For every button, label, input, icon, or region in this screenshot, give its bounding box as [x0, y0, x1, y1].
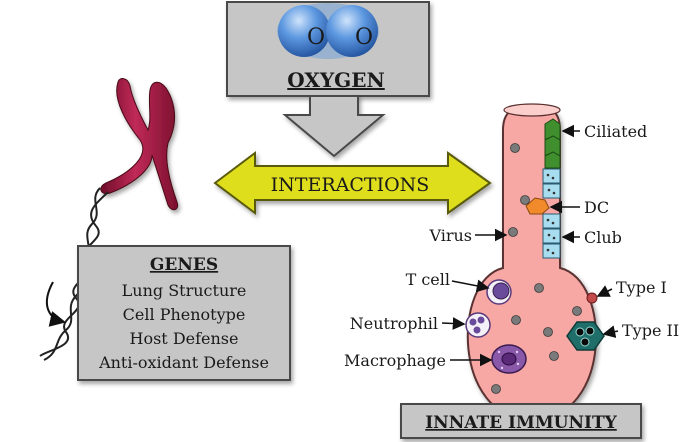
genes-item: Cell Phenotype: [123, 305, 246, 324]
genes-item: Host Defense: [130, 329, 239, 348]
t-cell-label: T cell: [406, 270, 450, 289]
dc-label: DC: [584, 198, 609, 217]
ciliated-label: Ciliated: [584, 122, 647, 141]
oxygen-molecule-icon: [277, 3, 379, 59]
genes-title: GENES: [150, 255, 218, 275]
chromosome-icon: [100, 78, 179, 211]
oxygen-atom-right-label: O: [355, 25, 373, 50]
genes-box: [77, 245, 291, 381]
club-cells: [542, 168, 561, 259]
virus-particles: [491, 143, 582, 394]
innate-immunity-box: [400, 403, 642, 439]
dendritic-cell-icon: [525, 197, 550, 215]
airway-opening: [503, 103, 561, 117]
ciliated-cells: [544, 118, 561, 169]
lung-illustration: [465, 103, 605, 422]
airway-and-alveolus: [466, 104, 597, 422]
double-arrow-icon: [213, 151, 492, 215]
type-1-label: Type I: [616, 278, 667, 297]
innate-immunity-label: INNATE IMMUNITY: [425, 413, 617, 433]
club-label: Club: [584, 228, 622, 247]
interactions-arrow: INTERACTIONS: [213, 151, 492, 215]
innate-immunity-panel: INNATE IMMUNITY: [400, 403, 642, 439]
pointer-arrows: [441, 124, 619, 367]
club-granules: [546, 173, 556, 255]
neutrophil-label: Neutrophil: [350, 314, 438, 333]
genes-item: Lung Structure: [122, 281, 247, 300]
genes-curved-arrow: [45, 281, 66, 327]
oxygen-label: OXYGEN: [287, 68, 384, 92]
oxygen-atom-left-label: O: [307, 25, 325, 50]
genes-panel: GENES Lung Structure Cell Phenotype Host…: [77, 245, 291, 381]
type-2-label: Type II: [622, 321, 679, 340]
neutrophil-icon: [465, 312, 491, 338]
type-2-cell-icon: [566, 321, 605, 351]
t-cell-icon: [486, 279, 512, 305]
oxygen-panel: O O OXYGEN: [226, 1, 430, 158]
type-1-cell-icon: [586, 292, 598, 304]
virus-label: Virus: [428, 226, 472, 245]
genes-item: Anti-oxidant Defense: [98, 353, 269, 372]
oxygen-down-arrow: [282, 95, 386, 158]
macrophage-label: Macrophage: [344, 351, 446, 370]
interactions-label: INTERACTIONS: [271, 174, 430, 196]
macrophage-icon: [491, 344, 527, 374]
